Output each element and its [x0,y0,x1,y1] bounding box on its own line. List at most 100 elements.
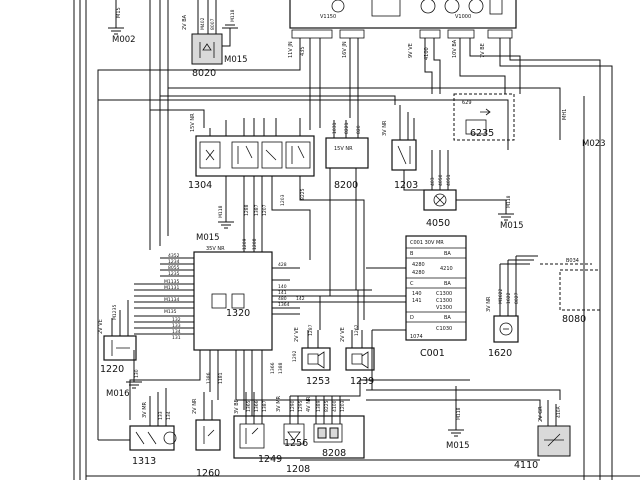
component-1256-label: 1256 [284,438,308,449]
wire-1074: 1074 [410,334,423,340]
wire-1262: 1262 [354,324,360,336]
wire-141b: 141 [412,298,422,304]
wire-1386: 1386 [206,372,212,384]
m118-d-label: M118 [456,407,462,420]
connector-c001: C001 30V MR B BA 4280 4280 4210 C BA 140… [366,235,467,359]
component-1220-label: 1220 [100,364,124,375]
nr3-1203-label: 3V NR [382,120,388,136]
mr3-1313-label: 3V MR [142,401,148,418]
wire-1203a: 1203 [280,194,286,206]
component-1239-label: 1239 [350,376,374,387]
c4210-label: 4210 [440,266,453,272]
wire-1235: 1235 [168,271,180,277]
wire-4352: 4352 [168,253,180,259]
c001-b: B [410,251,414,257]
mr3-1256-label: 3V MR [276,395,282,412]
ground-m002: M15 M002 [108,7,136,45]
be7-label: 7V BE [480,43,486,58]
b034-label: B034 [566,258,579,264]
ground-m016: 130 M016 [106,350,142,399]
component-4050: 403 4050 4051 4050 [423,150,457,229]
ground-m015-d: M118 M015 [446,386,470,451]
c001-ba1: BA [444,251,451,257]
component-1320-label: 1320 [226,308,250,319]
component-8200: 15V NR 1031 8221 820 8200 [319,120,369,330]
wire-8055: 8055 [168,265,180,271]
wire-1387b: 1387 [262,400,268,412]
jn11-label: 11V JN [288,41,294,58]
m1135-label: M1135 [164,279,179,285]
ground-m015-a: M118 M015 [222,9,248,65]
be3-1249-label: 3V BE [234,399,240,414]
m15-label: M15 [116,7,122,18]
wire-1234: 1234 [168,259,180,265]
component-4110: 2V GR 410A 4110 [514,400,571,471]
c1030-label: C1030 [436,326,452,332]
wire-1288: 1288 [244,204,250,216]
component-1320: 35V NR 1320 4352 1234 8055 1235 M1135 M1… [129,238,372,420]
m1622-label: M1622 [498,289,504,304]
m1235-label: M1235 [112,305,118,320]
nr3-1620-label: 3V NR [486,296,492,312]
ve9-label: 9V VE [408,43,414,58]
component-4110-label: 4110 [514,460,538,471]
nr4-8208-label: 4V NR [306,396,312,412]
component-1203: 3V NR 1203 [382,105,438,191]
wire-1209: 1209 [242,238,248,250]
wire-8225b: 8225 [324,400,330,412]
wire-403: 403 [430,177,436,186]
top-wires: 11V JN 16V JN 9V VE 10V BA 7V BE 435 410… [97,38,613,480]
component-1253: 2V VE 1287 1292 1253 [292,324,331,387]
ba10-label: 10V BA [452,39,458,58]
component-1253-label: 1253 [306,376,330,387]
wire-1292: 1292 [292,350,298,362]
wire-4051: 4051 [446,174,452,186]
wire-133: 133 [172,323,181,329]
component-1208: 3V BE 1249 3V MR 1256 4V NR 8208 1208 13… [233,362,470,475]
wire-140: 140 [278,284,287,290]
wire-428: 428 [278,262,287,268]
m015-c-ground: M015 [500,221,524,231]
wire-1387a: 1387 [254,204,260,216]
m118-b-label: M118 [218,205,224,218]
wire-8007: 8007 [210,18,216,30]
c001-c: C [410,281,414,287]
wire-410a: 410A [556,405,562,418]
wire-134b: 134 [166,411,172,420]
wire-820: 820 [356,125,362,134]
wire-140b: 140 [412,291,422,297]
component-1239: 2V VE 1262 1239 [340,324,375,387]
wire-480: 480 [278,296,287,302]
wire-4100: 4100 [332,400,338,412]
nr35-1320-label: 35V NR [206,246,225,252]
wire-130: 130 [134,369,140,378]
component-1220: 2V VE M1235 1220 [98,300,137,375]
wire-1290: 1290 [290,400,296,412]
component-8208-label: 8208 [322,448,346,459]
n629-label: 629 [462,100,472,106]
bottom-bus [86,330,640,477]
ve2-1253-label: 2V VE [294,327,300,342]
ba2-8020-label: 2V BA [182,14,188,30]
component-1208-label: 1208 [286,464,310,475]
c001-d: D [410,315,414,321]
wire-4050: 4050 [438,174,444,186]
component-1620-label: 1620 [488,348,512,359]
component-4050-label: 4050 [426,218,450,229]
component-1304-label: 1304 [188,180,212,191]
wire-134: 134 [172,329,181,335]
wire-4280: 4280 [412,262,425,268]
component-8020: 2V BA M402 8007 8020 [182,0,231,79]
ground-m015-c: M118 M015 [456,195,524,231]
wire-1207: 1207 [262,204,268,216]
component-1620: 3V NR M1622 1622 8027 1620 [486,255,538,359]
wire-1181: 1181 [218,372,224,384]
v1300-label: V1300 [436,305,452,311]
m023-ground: M023 [582,139,606,149]
component-8020-label: 8020 [192,68,216,79]
mh1-label: MH1 [562,109,568,120]
wire-8027: 8027 [514,292,520,304]
wire-1208: 1208 [252,238,258,250]
component-6235-label: 6235 [470,128,494,139]
